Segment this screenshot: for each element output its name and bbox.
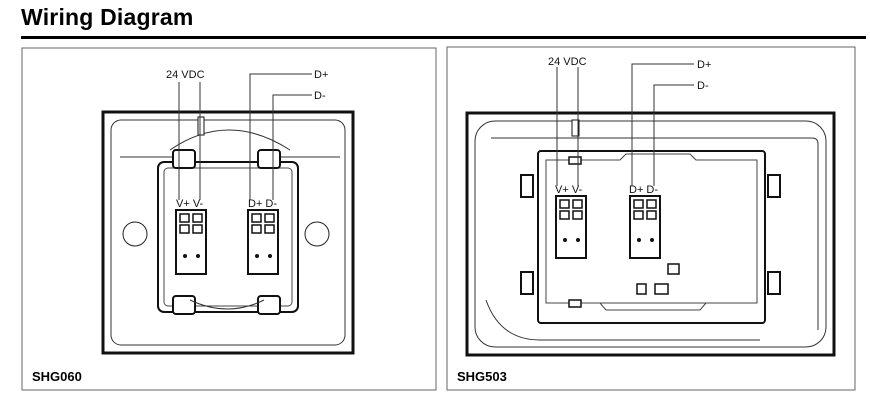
pin-dot — [650, 238, 654, 242]
label-terminal-data: D+ D- — [248, 198, 277, 210]
terminal-power — [175, 209, 207, 275]
terminal-power — [555, 195, 587, 259]
module-inner-bottom — [546, 302, 707, 311]
screw-hole-left — [122, 221, 148, 247]
power-wires — [178, 82, 201, 200]
plate-curve — [485, 299, 760, 341]
screw-slot — [251, 224, 262, 234]
top-tab — [197, 116, 205, 136]
pin-dot — [576, 238, 580, 242]
label-d-plus: D+ — [697, 59, 711, 71]
clip-left-bottom — [520, 271, 534, 295]
top-dome — [169, 129, 291, 151]
pin-dot — [268, 254, 272, 258]
bottom-dome — [189, 299, 265, 310]
screw-slot — [646, 210, 657, 220]
screw-slot — [179, 224, 190, 234]
pin-dot — [563, 238, 567, 242]
clip-bottom-left — [172, 295, 196, 315]
screw-slot — [251, 213, 262, 223]
power-wires — [556, 67, 579, 186]
label-d-minus: D- — [314, 90, 326, 102]
screw-slot — [633, 199, 644, 209]
screw-slot — [646, 199, 657, 209]
clip-left-top — [520, 174, 534, 198]
label-d-minus: D- — [697, 80, 709, 92]
screw-slot — [559, 210, 570, 220]
page-title: Wiring Diagram — [21, 4, 194, 30]
label-24vdc: 24 VDC — [166, 69, 205, 81]
panel-shg503: 24 VDC D+ D- V+ V- D+ D- SHG503 — [446, 46, 856, 391]
panel-shg060: 24 VDC D+ D- V+ V- D+ D- SHG060 — [21, 47, 437, 391]
wire-d-minus — [272, 94, 312, 200]
clip-top-right — [257, 149, 281, 169]
clip-right-bottom — [767, 271, 781, 295]
screw-slot — [572, 210, 583, 220]
model-label: SHG503 — [457, 369, 507, 384]
label-terminal-power: V+ V- — [176, 198, 204, 210]
panel-frame — [21, 47, 437, 391]
screw-slot — [264, 213, 275, 223]
plate-inner — [110, 119, 346, 346]
wire-d-plus — [249, 73, 312, 200]
bottom-notch — [568, 299, 582, 308]
screw-slot — [559, 199, 570, 209]
pin-dot — [183, 254, 187, 258]
top-notch — [568, 156, 582, 165]
module-inner — [163, 167, 293, 307]
screw-slot — [633, 210, 644, 220]
label-24vdc: 24 VDC — [548, 56, 587, 68]
component-c — [654, 283, 669, 295]
label-d-plus: D+ — [314, 69, 328, 81]
title-rule — [21, 36, 866, 39]
terminal-data — [629, 195, 661, 259]
screw-slot — [192, 224, 203, 234]
screw-hole-right — [304, 221, 330, 247]
component-a — [667, 263, 680, 275]
screw-slot — [264, 224, 275, 234]
clip-right-top — [767, 174, 781, 198]
pin-dot — [637, 238, 641, 242]
clip-bottom-right — [257, 295, 281, 315]
module-inner — [545, 153, 758, 304]
label-terminal-power: V+ V- — [555, 184, 583, 196]
top-tab — [571, 119, 580, 137]
wire-d-plus — [631, 63, 694, 186]
clip-top-left — [172, 149, 196, 169]
plate-inner — [474, 120, 827, 348]
terminal-data — [247, 209, 279, 275]
wire-d-minus — [653, 84, 694, 186]
screw-slot — [192, 213, 203, 223]
pin-dot — [196, 254, 200, 258]
panel-frame — [446, 46, 856, 391]
plate-ledge — [491, 137, 819, 330]
screw-slot — [179, 213, 190, 223]
component-b — [636, 283, 647, 295]
pin-dot — [255, 254, 259, 258]
screw-slot — [572, 199, 583, 209]
model-label: SHG060 — [32, 369, 82, 384]
label-terminal-data: D+ D- — [629, 184, 658, 196]
